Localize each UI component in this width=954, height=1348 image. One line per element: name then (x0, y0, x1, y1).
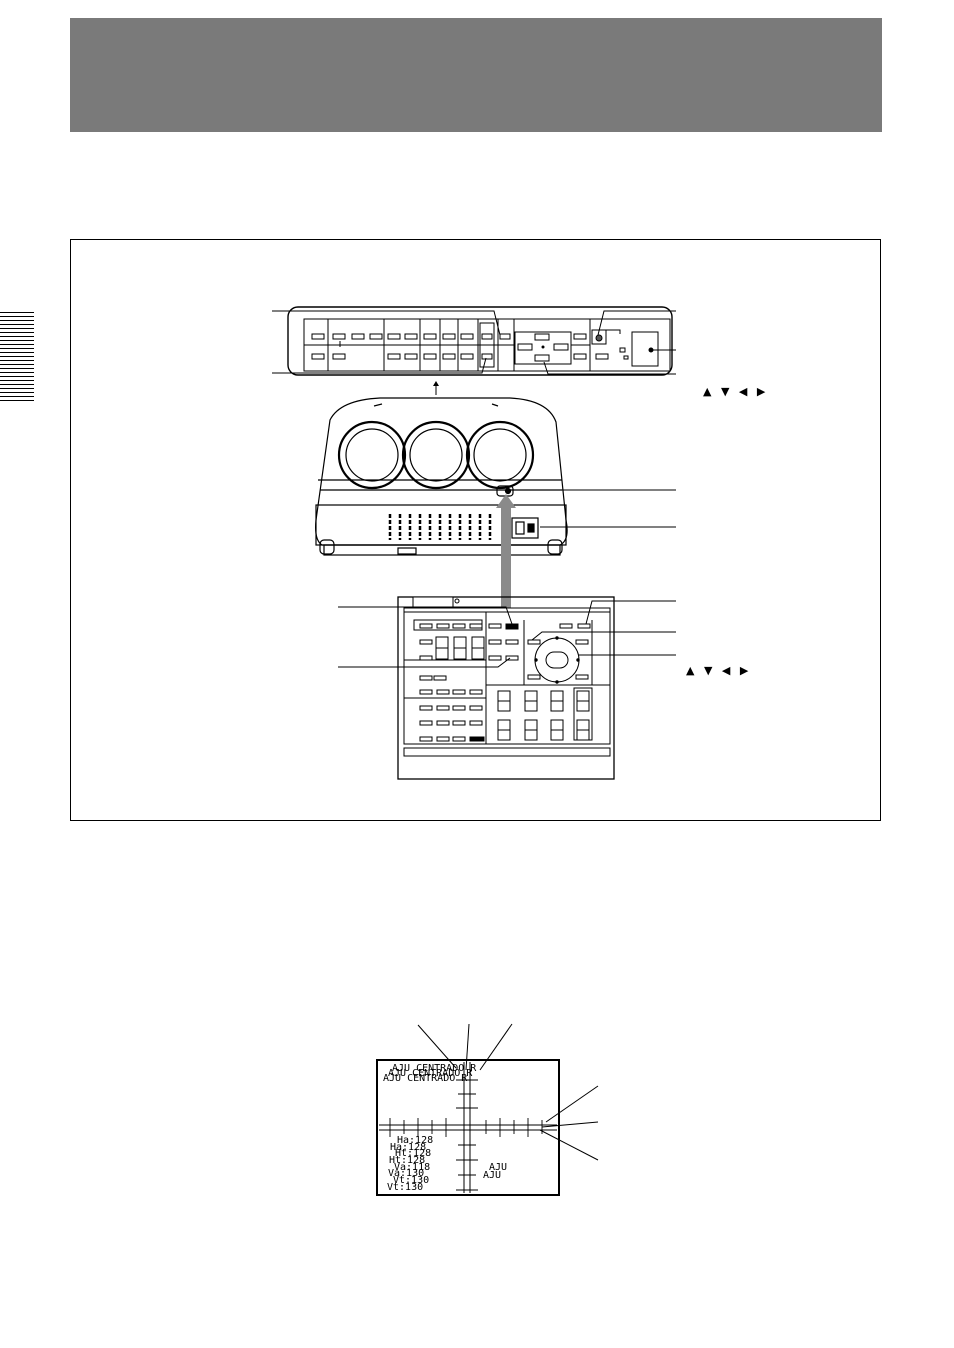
panel-callout-lines (272, 310, 676, 375)
osd-value-8: Vt:130 (387, 1182, 423, 1193)
remote-commander (397, 596, 615, 780)
osd-value-5: Va:118 (394, 1162, 430, 1173)
projector-body (315, 397, 568, 556)
chapter-side-tab (0, 312, 34, 404)
osd-corner-1: AJU (489, 1162, 507, 1173)
osd-value-6: Va:130 (388, 1168, 424, 1179)
ir-signal-arrow (501, 505, 511, 608)
arrow-keys-label-top: ▲ ▼ ◀ ▶ (703, 385, 769, 398)
remote-callout-lines (338, 600, 676, 668)
osd-value-4: Ht:128 (389, 1155, 425, 1166)
osd-value-3: Ht:128 (395, 1148, 431, 1159)
osd-title-line-1: AJU CENTRADO R (392, 1063, 477, 1074)
controls-figure-frame (70, 239, 881, 821)
osd-title-line-3: AJU CENTRADO R (383, 1073, 468, 1084)
osd-callout-lines (417, 1023, 599, 1161)
centering-adjustment-screen: AJU CENTRADO R AJU CENTRADO R AJU CENTRA… (376, 1023, 599, 1196)
osd-value-7: Vt:130 (393, 1175, 429, 1186)
osd-corner-2: AJU (483, 1170, 501, 1181)
osd-title-line-2: AJU CENTRADO R (388, 1068, 473, 1079)
projector-vents (388, 514, 492, 540)
control-panel (287, 306, 673, 376)
osd-value-1: Ha:128 (397, 1135, 433, 1146)
osd-value-2: Ha:128 (390, 1142, 426, 1153)
section-header-band (70, 18, 882, 132)
osd-text: AJU CENTRADO R AJU CENTRADO R AJU CENTRA… (383, 1063, 507, 1193)
arrow-keys-label-bottom: ▲ ▼ ◀ ▶ (686, 664, 752, 677)
